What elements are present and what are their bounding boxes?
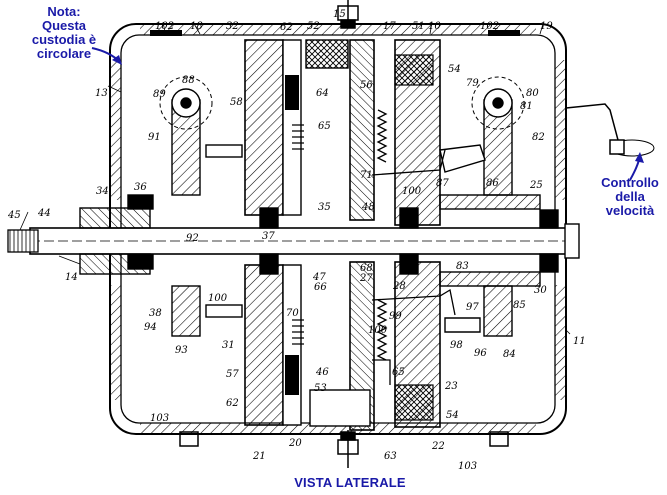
- part-number-label: 37: [262, 231, 275, 242]
- speed-note-line-3: velocità: [605, 203, 655, 218]
- part-number-label: 88: [182, 75, 195, 86]
- part-number-label: 91: [148, 132, 161, 143]
- part-number-label: 32: [226, 21, 239, 32]
- part-number-label: 98: [450, 340, 463, 351]
- part-number-label: 52: [307, 21, 320, 32]
- part-number-label: 102: [155, 21, 174, 32]
- bottom-bolt: [337, 430, 359, 468]
- part-number-label: 65: [318, 121, 331, 132]
- top-bolt: [337, 0, 359, 29]
- part-number-label: 100: [368, 325, 388, 336]
- part-number-label: 25: [529, 180, 543, 191]
- part-number-label: 20: [288, 438, 302, 449]
- speed-control-crank: [565, 103, 655, 157]
- part-number-label: 79: [466, 78, 479, 89]
- part-number-label: 22: [431, 441, 445, 452]
- speed-control-note: Controllo della velocità: [594, 176, 666, 218]
- part-number-label: 44: [37, 208, 51, 219]
- part-number-label: 66: [314, 282, 327, 293]
- part-number-label: 23: [444, 381, 458, 392]
- part-number-label: 87: [436, 178, 449, 189]
- part-number-label: 83: [456, 261, 469, 272]
- part-number-label: 13: [95, 88, 108, 99]
- part-number-label: 80: [526, 88, 539, 99]
- part-number-label: 100: [402, 186, 422, 197]
- part-number-label: 34: [96, 186, 109, 197]
- part-number-label: 92: [186, 233, 199, 244]
- part-number-label: 11: [573, 336, 586, 347]
- part-number-label: 58: [230, 97, 243, 108]
- left-flyweights: [159, 76, 243, 337]
- note-line-2: Questa: [41, 18, 87, 33]
- part-number-label: 71: [360, 170, 373, 181]
- part-number-label: 36: [134, 182, 147, 193]
- part-number-label: 10: [428, 21, 441, 32]
- part-number-label: 70: [286, 308, 299, 319]
- view-caption: VISTA LATERALE: [294, 475, 406, 490]
- springs: [292, 109, 388, 361]
- part-number-label: 68: [360, 263, 373, 274]
- housing-note: Nota: Questa custodia è circolare: [4, 5, 124, 61]
- note-line-3: custodia è: [31, 32, 97, 47]
- leader-lines: [19, 21, 571, 335]
- part-number-label: 93: [175, 345, 188, 356]
- speed-note-line-1: Controllo: [601, 175, 659, 190]
- part-number-label: 48: [361, 202, 375, 213]
- part-number-label: 57: [226, 369, 239, 380]
- part-number-label: 65: [392, 367, 405, 378]
- part-number-label: 21: [252, 451, 266, 462]
- speed-note-line-2: della: [615, 189, 645, 204]
- part-number-label: 27: [359, 273, 373, 284]
- part-number-label: 28: [392, 281, 406, 292]
- left-disc-assembly: [244, 39, 302, 426]
- note-title: Nota:: [47, 4, 81, 19]
- part-number-label: 54: [448, 64, 461, 75]
- part-number-label: 85: [513, 300, 526, 311]
- part-number-label: 99: [389, 311, 402, 322]
- main-shaft: [7, 223, 580, 259]
- part-number-label: 62: [226, 398, 239, 409]
- part-number-label: 54: [446, 410, 459, 421]
- part-number-label: 84: [503, 349, 516, 360]
- part-number-label: 14: [65, 272, 78, 283]
- bottom-feet: [179, 431, 509, 447]
- part-number-label: 63: [384, 451, 397, 462]
- part-number-label: 51: [412, 21, 425, 32]
- part-number-label: 86: [486, 178, 499, 189]
- part-number-label: 53: [314, 383, 327, 394]
- part-number-label: 30: [534, 285, 547, 296]
- part-number-label: 45: [7, 210, 21, 221]
- right-disc-assembly: [305, 39, 441, 431]
- note-line-4: circolare: [36, 46, 92, 61]
- part-number-label: 18: [190, 21, 203, 32]
- part-number-label: 64: [316, 88, 329, 99]
- right-flyweights: [439, 76, 525, 337]
- part-number-label: 35: [318, 202, 331, 213]
- part-number-label: 15: [333, 9, 346, 20]
- part-number-label: 31: [222, 340, 235, 351]
- part-number-label: 17: [383, 21, 396, 32]
- part-number-label: 82: [532, 132, 545, 143]
- top-brackets: [150, 30, 520, 36]
- part-number-label: 56: [360, 80, 373, 91]
- hub-bearings: [79, 194, 559, 287]
- part-number-label: 46: [315, 367, 329, 378]
- part-number-label: 102: [480, 21, 499, 32]
- part-number-label: 19: [540, 21, 553, 32]
- part-number-label: 38: [149, 308, 162, 319]
- part-number-label: 103: [150, 413, 169, 424]
- part-number-label: 97: [466, 302, 479, 313]
- linkages: [371, 149, 456, 385]
- part-number-label: 81: [520, 101, 533, 112]
- part-number-label: 100: [208, 293, 228, 304]
- part-number-label: 103: [458, 461, 477, 472]
- part-number-label: 47: [312, 272, 326, 283]
- part-number-label: 62: [280, 22, 293, 33]
- part-number-label: 89: [153, 89, 166, 100]
- part-number-label: 94: [144, 322, 157, 333]
- part-number-label: 96: [474, 348, 487, 359]
